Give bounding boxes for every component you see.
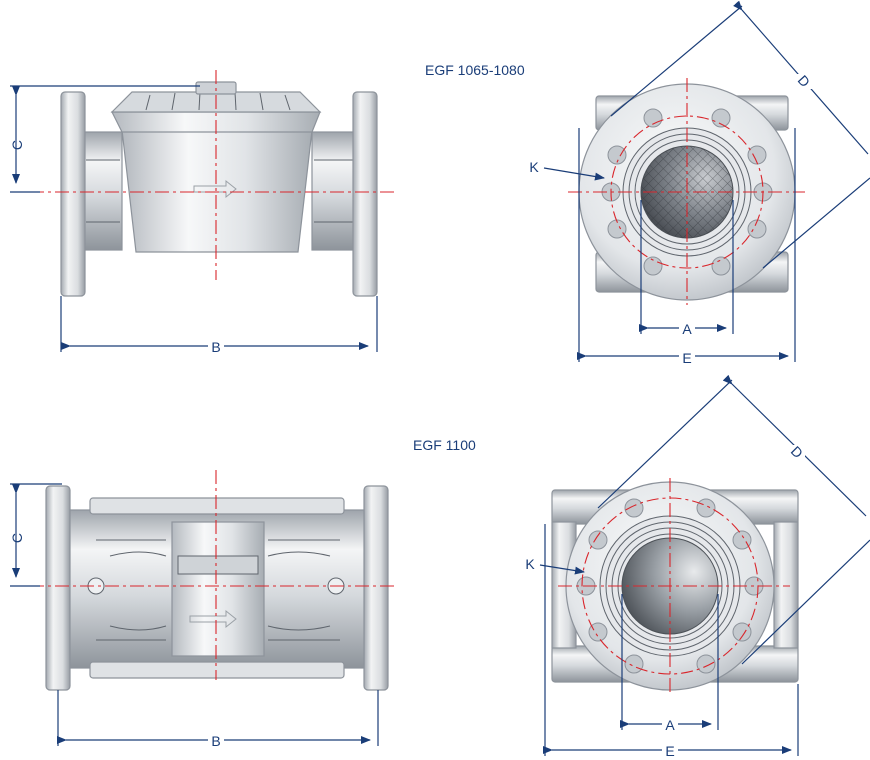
model-label-bottom: EGF 1100 [413,437,476,453]
side-view-top [60,81,378,297]
label-a-bottom: A [665,717,675,733]
dimension-a-bottom: A [620,594,719,733]
pointer-k-bottom: K [525,556,585,575]
dimension-d-top: D [610,0,870,269]
label-e-bottom: E [665,743,674,759]
side-view-bottom [45,485,389,691]
dimension-a-top: A [639,200,734,337]
label-k-bottom: K [525,556,535,572]
label-k-top: K [529,159,539,175]
label-a-top: A [682,321,692,337]
label-b-top: B [211,339,220,355]
dimension-c-bottom: C [9,483,62,587]
label-b-bottom: B [211,733,220,749]
model-label-top: EGF 1065-1080 [425,62,525,78]
pointer-k-top: K [529,159,605,181]
dimension-b-bottom: B [57,690,379,749]
label-e-top: E [682,350,691,366]
label-c-bottom: C [9,533,25,543]
dimension-e-bottom: E [543,524,799,759]
dimension-c-top: C [9,85,200,193]
dimension-b-top: B [60,296,378,355]
dimension-e-top: E [577,128,796,366]
label-c-top: C [9,140,25,150]
dimension-d-bottom: D [597,374,870,665]
